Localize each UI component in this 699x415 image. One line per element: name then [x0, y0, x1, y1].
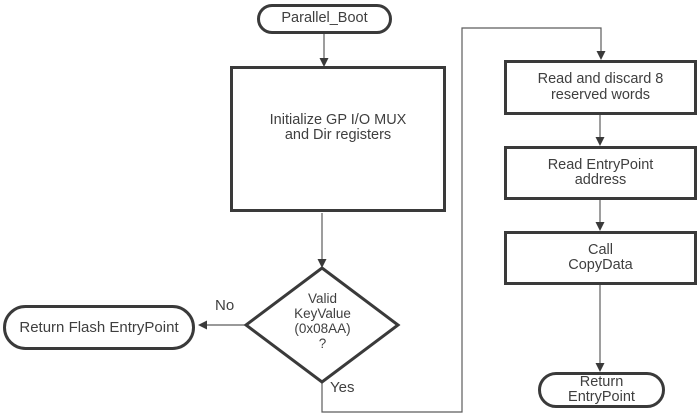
arrowhead-icon [596, 51, 606, 60]
arrowhead-icon [595, 222, 605, 231]
edge-label-yes: Yes [330, 379, 355, 396]
terminator-return-entrypoint: Return EntryPoint [538, 372, 665, 408]
node-label-group: Initialize GP I/O MUX and Dir registers [269, 111, 407, 144]
process-initialize-gpio-mux: Initialize GP I/O MUX and Dir registers [230, 66, 446, 212]
process-call-copydata: Call CopyData [504, 231, 697, 285]
decision-diamond-shape [243, 266, 401, 384]
node-label: Valid [307, 291, 338, 306]
terminator-parallel-boot: Parallel_Boot [257, 4, 392, 34]
node-label: ? [318, 336, 327, 351]
process-read-discard-reserved-words: Read and discard 8 reserved words [504, 60, 697, 115]
node-label: and Dir registers [284, 127, 392, 143]
node-label: Return Flash EntryPoint [19, 318, 179, 336]
node-label: EntryPoint [568, 389, 635, 405]
edge-label-no: No [215, 297, 235, 314]
arrowhead-icon [595, 363, 605, 372]
node-label: CopyData [568, 257, 633, 273]
node-label: KeyValue [294, 306, 351, 321]
terminator-return-flash-entrypoint: Return Flash EntryPoint [3, 305, 195, 350]
decision-valid-keyvalue: Valid KeyValue (0x08AA) ? [258, 291, 387, 351]
node-label: reserved words [550, 86, 651, 103]
edge-decision-yes [321, 27, 602, 413]
arrowhead-icon [319, 58, 329, 67]
node-label: address [574, 172, 627, 188]
node-label: Initialize GP I/O MUX [269, 111, 407, 128]
process-read-entrypoint-address: Read EntryPoint address [504, 146, 697, 200]
node-label: Call [588, 241, 613, 258]
arrowhead-icon [317, 259, 327, 268]
node-label: (0x08AA) [294, 321, 351, 336]
node-label: Read and discard 8 [537, 71, 664, 87]
node-label: Return [579, 374, 624, 390]
node-label: Read EntryPoint [547, 156, 654, 173]
arrowhead-icon [198, 320, 207, 330]
arrowhead-icon [595, 137, 605, 146]
node-label: Parallel_Boot [281, 10, 368, 27]
